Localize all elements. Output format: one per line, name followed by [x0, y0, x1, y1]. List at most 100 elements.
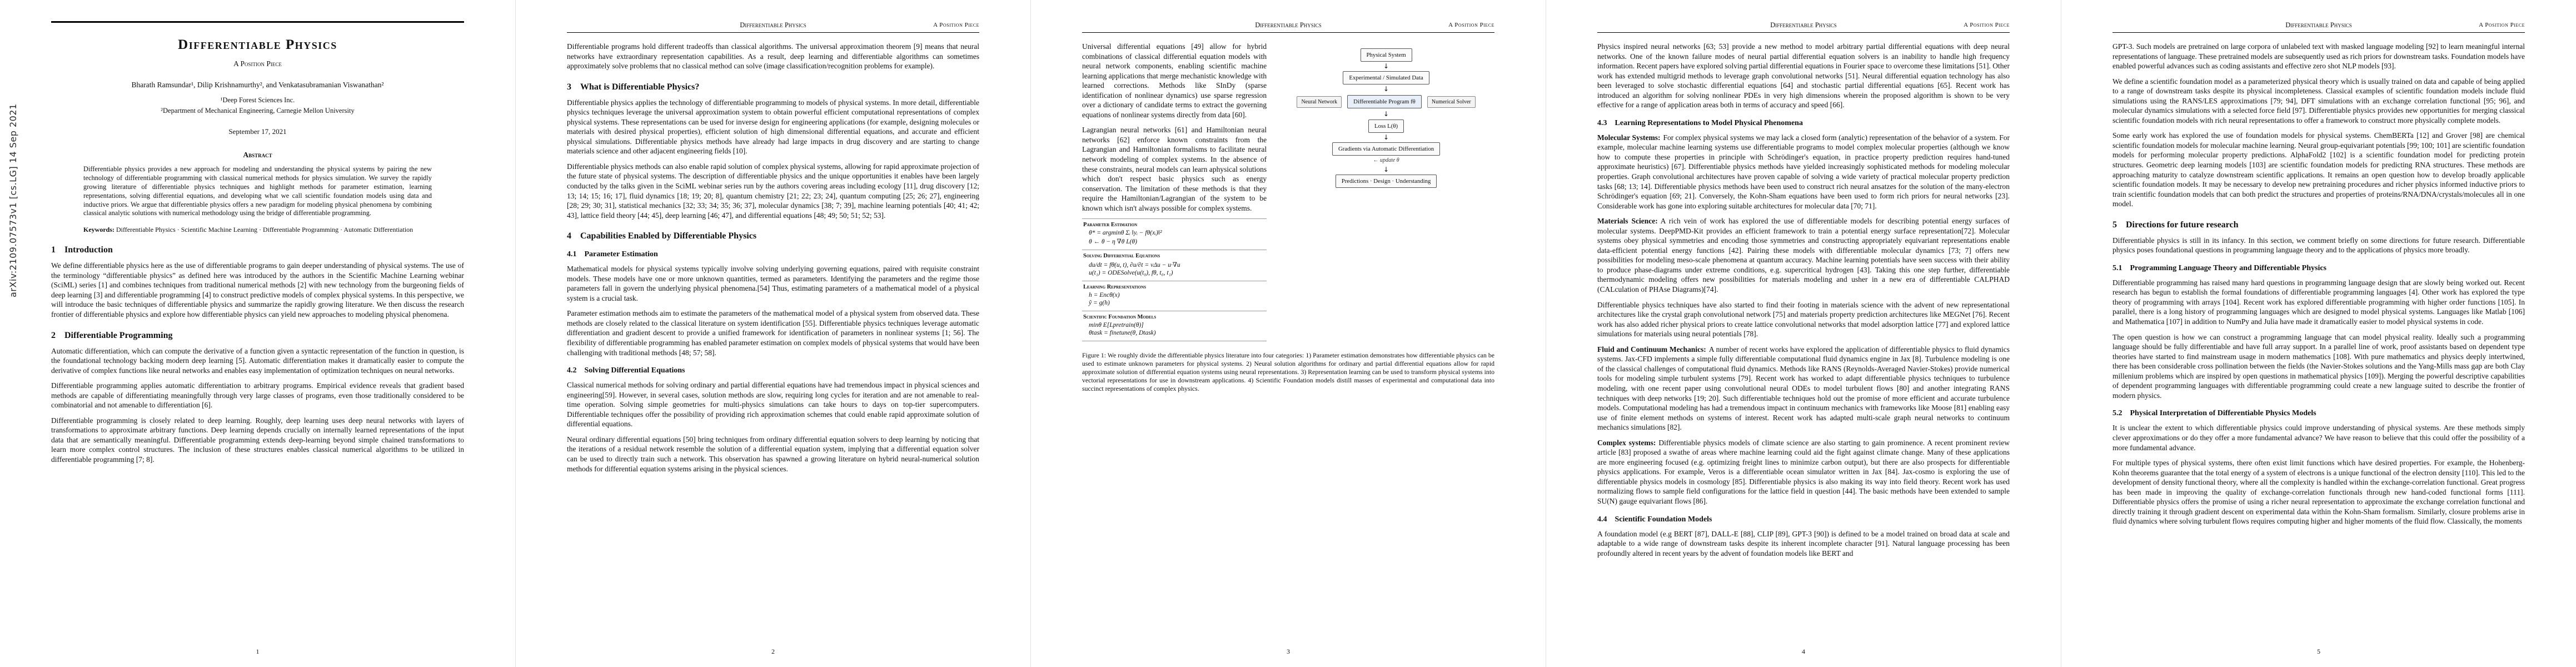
- running-subtitle: A Position Piece: [933, 22, 979, 28]
- running-title: Differentiable Physics: [1255, 21, 1322, 29]
- figure-equation-panels: Parameter Estimation θ* = argminθ Σᵢ ‖yᵢ…: [1082, 218, 1267, 342]
- running-title: Differentiable Physics: [740, 21, 806, 29]
- figure-equation-panel-representations: Learning Representations h = Encθ(x) ŷ =…: [1082, 281, 1267, 311]
- section-heading-future-research: 5 Directions for future research: [2112, 220, 2239, 230]
- page-2-content: Differentiable Physics A Position Piece …: [567, 21, 979, 479]
- paragraph-complex-systems: Complex systems:Differentiable physics m…: [1597, 438, 2010, 505]
- abstract-heading: Abstract: [243, 151, 272, 159]
- flow-node-physical-system: Physical System: [1360, 48, 1412, 62]
- running-header: Differentiable Physics A Position Piece: [1597, 21, 2010, 33]
- figure-flowchart: Physical System ↓ Experimental / Simulat…: [1278, 42, 1494, 341]
- paragraph-foundation-models: A foundation model (e.g BERT [87], DALL-…: [1597, 529, 2010, 558]
- page-number-2: 2: [771, 648, 775, 655]
- keywords-label: Keywords:: [83, 226, 114, 234]
- down-arrow-icon: ↓: [1383, 62, 1389, 70]
- section-heading-differentiable-programming: 2 Differentiable Programming: [51, 330, 173, 340]
- flow-node-differentiable-program: Differentiable Program fθ: [1347, 95, 1422, 109]
- paragraph-materials-science-2: Differentiable physics techniques have a…: [1597, 300, 2010, 339]
- page-3-left-column: Universal differential equations [49] al…: [1082, 42, 1267, 342]
- figure-equation-panel-parameter-estimation: Parameter Estimation θ* = argminθ Σᵢ ‖yᵢ…: [1082, 218, 1267, 250]
- running-title: Differentiable Physics: [1770, 21, 1837, 29]
- running-subtitle: A Position Piece: [1964, 22, 2010, 28]
- running-subtitle: A Position Piece: [2479, 22, 2525, 28]
- subsection-heading-foundation-models: 4.4 Scientific Foundation Models: [1597, 515, 1712, 524]
- subsection-heading-learning-representations: 4.3 Learning Representations to Model Ph…: [1597, 118, 1803, 127]
- flow-model-row: Neural Network Differentiable Program fθ…: [1297, 95, 1476, 109]
- paragraph-param-2: Parameter estimation methods aim to esti…: [567, 309, 979, 357]
- subsection-heading-physical-interpretation: 5.2 Physical Interpretation of Different…: [2112, 409, 2316, 418]
- paragraph-des-2: Neural ordinary differential equations […: [567, 435, 979, 473]
- affiliation-1: ¹Deep Forest Sciences Inc.: [220, 96, 295, 104]
- paragraph-tradeoffs: Differentiable programs hold different t…: [567, 42, 979, 71]
- flow-node-neural-network: Neural Network: [1297, 96, 1342, 108]
- paper-subtitle: A Position Piece: [233, 59, 282, 68]
- paragraph-gpt3: GPT-3. Such models are pretrained on lar…: [2112, 42, 2525, 71]
- page-number-4: 4: [1802, 648, 1805, 655]
- page-number-5: 5: [2317, 648, 2320, 655]
- page-5: Differentiable Physics A Position Piece …: [2061, 0, 2576, 667]
- figure-equation-panel-foundation-models: Scientific Foundation Models minθ E[Lpre…: [1082, 311, 1267, 342]
- keywords-text: Differentiable Physics · Scientific Mach…: [116, 226, 413, 234]
- flow-node-numerical-solver: Numerical Solver: [1427, 96, 1476, 108]
- date-line: September 17, 2021: [228, 127, 287, 136]
- flow-node-data: Experimental / Simulated Data: [1343, 71, 1429, 85]
- figure-equation-panel-differential-equations: Solving Differential Equations du/dt = f…: [1082, 250, 1267, 281]
- flow-node-gradients: Gradients via Automatic Differentiation: [1332, 142, 1441, 156]
- running-header: Differentiable Physics A Position Piece: [567, 21, 979, 33]
- title-rule: [51, 21, 464, 23]
- paragraph-sfm-definition: We define a scientific foundation model …: [2112, 77, 2525, 125]
- paragraph-param-1: Mathematical models for physical systems…: [567, 265, 979, 302]
- page-2: Differentiable Physics A Position Piece …: [515, 0, 1030, 667]
- subsection-heading-parameter-estimation: 4.1 Parameter Estimation: [567, 250, 658, 259]
- down-arrow-icon: ↓: [1383, 110, 1389, 118]
- page-3: Differentiable Physics A Position Piece …: [1030, 0, 1546, 667]
- abstract-text: Differentiable physics provides a new ap…: [83, 165, 432, 217]
- paragraph-dp-1: Automatic differentiation, which can com…: [51, 346, 464, 375]
- page-1-content: Differentiable Physics A Position Piece …: [51, 21, 464, 470]
- down-arrow-icon: ↓: [1383, 85, 1389, 93]
- figure-1-caption: Figure 1: We roughly divide the differen…: [1082, 351, 1494, 393]
- page-number-1: 1: [256, 648, 260, 655]
- running-subtitle: A Position Piece: [1448, 22, 1494, 28]
- paragraph-pl-2: The open question is how we can construc…: [2112, 332, 2525, 400]
- runin-fluid-mechanics: Fluid and Continuum Mechanics:: [1597, 345, 1706, 354]
- page-number-3: 3: [1287, 648, 1290, 655]
- section-heading-what-is-dp: 3 What is Differentiable Physics?: [567, 82, 700, 92]
- paragraph-pl-1: Differentiable programming has raised ma…: [2112, 278, 2525, 326]
- paragraph-pinns: Physics inspired neural networks [63; 53…: [1597, 42, 2010, 109]
- paragraph-dp-3: Differentiable programming is closely re…: [51, 416, 464, 464]
- paragraph-what-is-1: Differentiable physics applies the techn…: [567, 98, 979, 156]
- authors-line: Bharath Ramsundar¹, Dilip Krishnamurthy²…: [131, 81, 384, 89]
- paragraph-lagrangian: Lagrangian neural networks [61] and Hami…: [1082, 126, 1267, 212]
- page-4: Differentiable Physics A Position Piece …: [1546, 0, 2061, 667]
- paragraph-sfm-early-work: Some early work has explored the use of …: [2112, 131, 2525, 208]
- paragraph-interpretation-1: It is unclear the extent to which differ…: [2112, 424, 2525, 452]
- runin-materials-science: Materials Science:: [1597, 217, 1658, 226]
- paper-title: Differentiable Physics: [178, 37, 337, 52]
- paragraph-fluid-mechanics: Fluid and Continuum Mechanics:A number o…: [1597, 345, 2010, 432]
- section-heading-capabilities: 4 Capabilities Enabled by Differentiable…: [567, 231, 757, 241]
- page-1: arXiv:2109.07573v1 [cs.LG] 14 Sep 2021 D…: [0, 0, 515, 667]
- running-title: Differentiable Physics: [2285, 21, 2352, 29]
- figure-1-region: Universal differential equations [49] al…: [1082, 42, 1494, 342]
- flow-update-label: ← update θ: [1373, 157, 1399, 163]
- paragraph-des-1: Classical numerical methods for solving …: [567, 381, 979, 429]
- subsection-heading-solving-des: 4.2 Solving Differential Equations: [567, 366, 685, 375]
- paragraph-interpretation-2: For multiple types of physical systems, …: [2112, 459, 2525, 526]
- arxiv-watermark: arXiv:2109.07573v1 [cs.LG] 14 Sep 2021: [8, 103, 18, 297]
- paragraph-dp-2: Differentiable programming applies autom…: [51, 381, 464, 410]
- page-4-content: Differentiable Physics A Position Piece …: [1597, 21, 2010, 564]
- running-header: Differentiable Physics A Position Piece: [1082, 21, 1494, 33]
- subsection-heading-pl-theory: 5.1 Programming Language Theory and Diff…: [2112, 263, 2326, 272]
- flow-node-loss: Loss L(θ): [1368, 119, 1404, 133]
- page-3-content: Differentiable Physics A Position Piece …: [1082, 21, 1494, 393]
- down-arrow-icon: ↓: [1383, 133, 1389, 141]
- paragraph-what-is-2: Differentiable physics methods can also …: [567, 162, 979, 220]
- down-arrow-icon: ↓: [1383, 165, 1389, 173]
- runin-molecular-systems: Molecular Systems:: [1597, 133, 1661, 142]
- keywords-line: Keywords: Differentiable Physics · Scien…: [83, 226, 432, 234]
- paragraph-molecular-systems: Molecular Systems:For complex physical s…: [1597, 133, 2010, 210]
- runin-complex-systems: Complex systems:: [1597, 438, 1656, 447]
- page-5-content: Differentiable Physics A Position Piece …: [2112, 21, 2525, 532]
- paragraph-ude: Universal differential equations [49] al…: [1082, 42, 1267, 119]
